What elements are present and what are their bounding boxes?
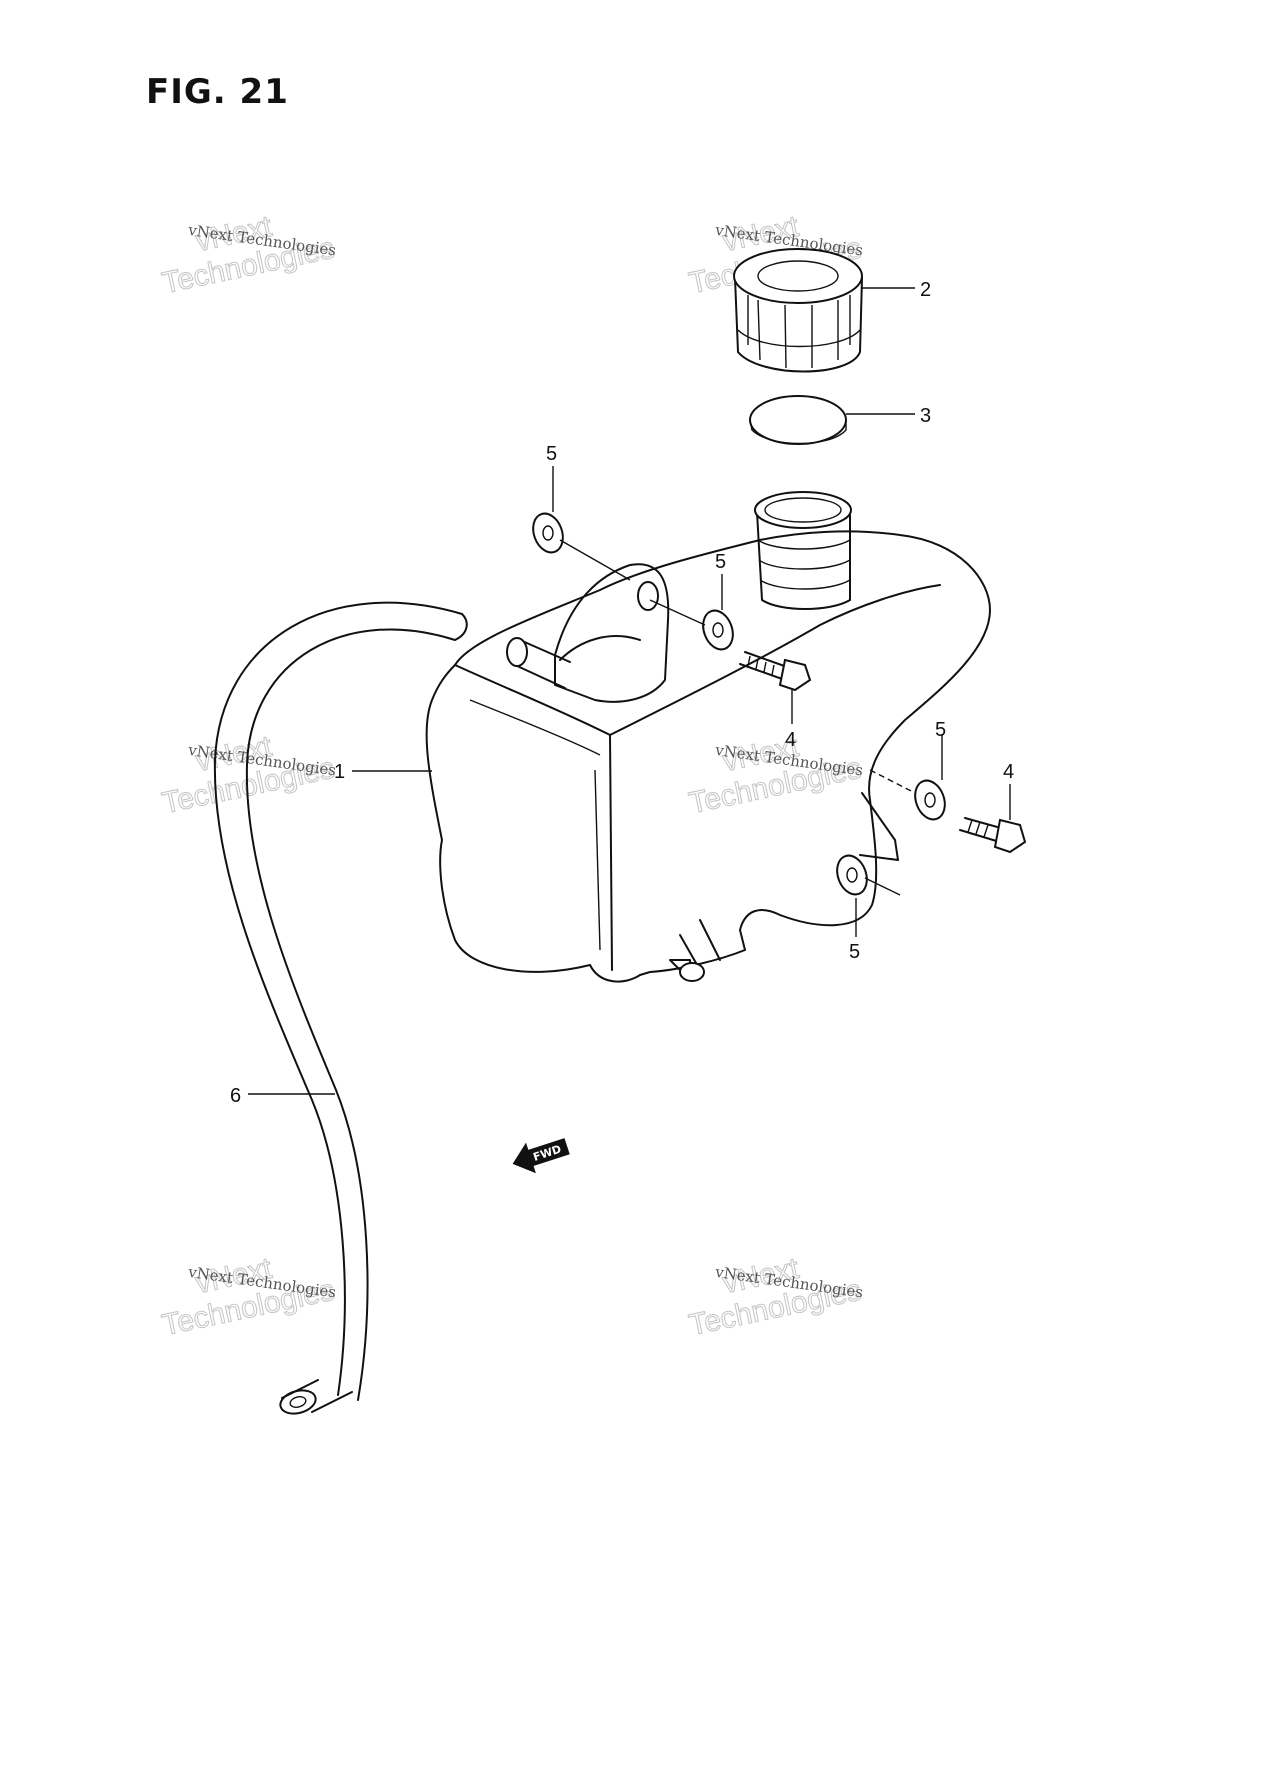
- callout-2: 2: [920, 279, 931, 301]
- watermark-bottom-left: vNext Technologies vNext Technologies: [159, 1251, 338, 1342]
- callout-5b: 5: [715, 551, 726, 573]
- part-5-washer-c: [914, 779, 946, 821]
- callout-6: 6: [230, 1085, 241, 1107]
- part-4-bolt-a: [739, 651, 812, 692]
- figure-title: FIG. 21: [146, 72, 289, 112]
- callout-4a: 4: [785, 729, 796, 751]
- callout-5c: 5: [935, 719, 946, 741]
- assembly-guide-lines: [559, 539, 916, 896]
- watermark-mid-right: vNext Technologies vNext Technologies: [686, 729, 865, 820]
- part-4-bolt-b: [959, 817, 1027, 854]
- part-5-washer-a: [532, 512, 564, 554]
- callout-3: 3: [920, 405, 931, 427]
- part-2-cap: [733, 248, 863, 373]
- part-1-tank: [425, 491, 991, 983]
- part-6-hose: [213, 601, 468, 1415]
- fwd-arrow-icon: FWD: [512, 1138, 570, 1174]
- watermark-top-left: vNext Technologies vNext Technologies: [159, 209, 338, 300]
- watermark-bottom-right: vNext Technologies vNext Technologies: [686, 1251, 865, 1342]
- callout-5d: 5: [849, 941, 860, 963]
- part-3-gasket: [749, 395, 847, 445]
- part-5-washer-b: [702, 609, 734, 651]
- callout-1: 1: [334, 761, 345, 783]
- part-5-washer-d: [836, 854, 868, 896]
- callout-4b: 4: [1003, 761, 1014, 783]
- callout-leaders: [248, 287, 1011, 1095]
- callout-5a: 5: [546, 443, 557, 465]
